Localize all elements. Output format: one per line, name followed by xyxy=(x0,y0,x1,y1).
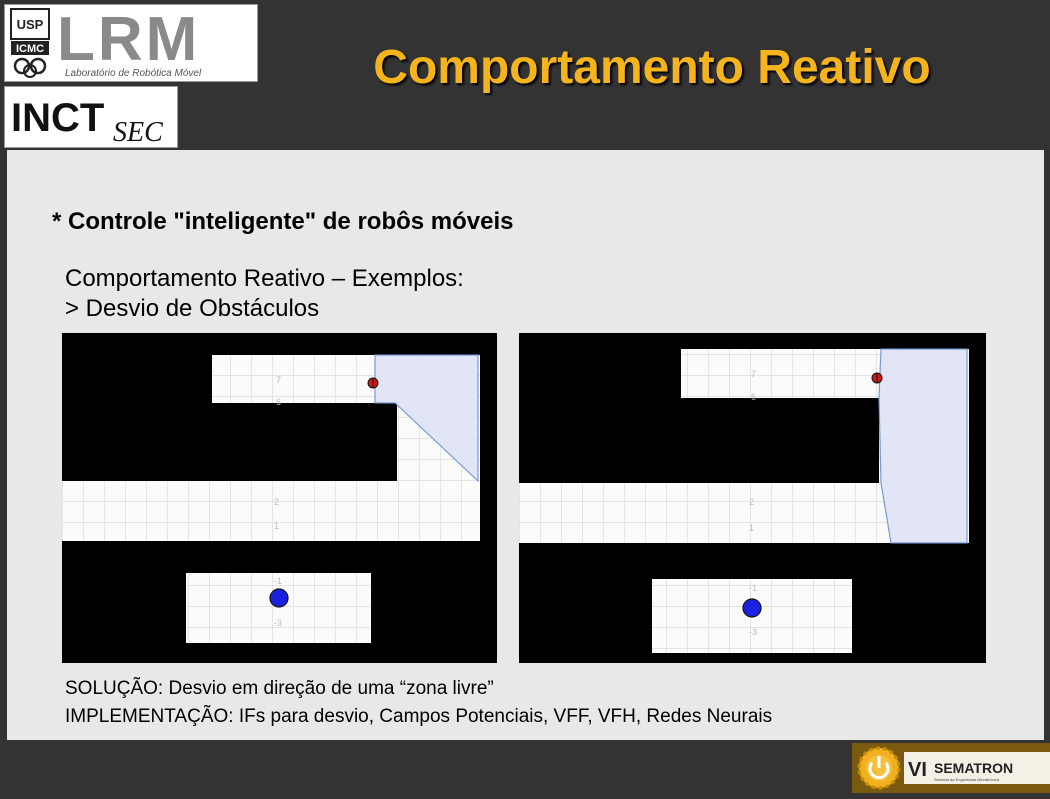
axis-label: 7 xyxy=(751,369,756,379)
sematron-logo: VI SEMATRON Semana da Engenharia Mecatrô… xyxy=(852,743,1050,793)
sim-right-canvas: 7 6 2 1 -1 -3 xyxy=(519,348,969,653)
subtitle-line-1: Comportamento Reativo – Exemplos: xyxy=(65,265,464,292)
axis-label: -1 xyxy=(749,583,757,593)
implementation-text: IMPLEMENTAÇÃO: IFs para desvio, Campos P… xyxy=(65,706,773,727)
goal-room xyxy=(186,573,371,643)
axis-label: 7 xyxy=(276,375,281,385)
axis-label: 6 xyxy=(276,397,281,407)
inct-logo-graphic: INCT SEC xyxy=(11,96,163,148)
axis-label: 2 xyxy=(749,497,754,507)
badge-subtext: Semana da Engenharia Mecatrônica xyxy=(934,777,1000,782)
robot-icon xyxy=(367,377,379,389)
sematron-graphic: VI SEMATRON Semana da Engenharia Mecatrô… xyxy=(852,743,1050,793)
axis-label: -3 xyxy=(749,627,757,637)
inct-letters: INCT xyxy=(11,96,104,140)
axis-label: -1 xyxy=(274,576,282,586)
simulation-left: 7 6 2 1 -1 -3 xyxy=(62,333,497,663)
inct-logo: INCT SEC xyxy=(4,86,178,148)
usp-mark: USP xyxy=(17,17,44,32)
lrm-logo-graphic: USP ICMC LRM Laboratório de Robótica Móv… xyxy=(10,5,202,79)
free-zone xyxy=(878,348,968,544)
simulation-right: 7 6 2 1 -1 -3 xyxy=(519,333,986,663)
axis-label: -3 xyxy=(274,618,282,628)
axis-label: 2 xyxy=(274,497,279,507)
axis-label: 1 xyxy=(749,523,754,533)
goal-marker xyxy=(742,598,762,618)
goal-marker xyxy=(269,588,289,608)
icmc-mark: ICMC xyxy=(16,43,44,55)
lrm-subtitle: Laboratório de Robótica Móvel xyxy=(65,68,202,79)
axis-label: 1 xyxy=(274,521,279,531)
corridor-middle xyxy=(62,481,480,541)
robot-icon xyxy=(871,372,883,384)
axis-label: 6 xyxy=(751,392,756,402)
subtitle-line-2: > Desvio de Obstáculos xyxy=(65,295,320,322)
sim-left-canvas: 7 6 2 1 -1 -3 xyxy=(62,354,480,643)
icmc-knot-icon xyxy=(13,57,47,78)
page-title: Comportamento Reativo xyxy=(373,41,931,94)
lrm-logo: USP ICMC LRM Laboratório de Robótica Móv… xyxy=(4,4,258,82)
bullet-heading: * Controle "inteligente" de robôs móveis xyxy=(52,208,514,235)
badge-text: SEMATRON xyxy=(934,760,1013,776)
header: USP ICMC LRM Laboratório de Robótica Móv… xyxy=(0,0,1050,150)
badge-numeral: VI xyxy=(908,759,927,781)
inct-sec: SEC xyxy=(113,117,163,147)
free-zone xyxy=(374,354,479,483)
lrm-letters: LRM xyxy=(57,5,200,74)
gear-power-icon xyxy=(857,746,901,790)
solution-text: SOLUÇÃO: Desvio em direção de uma “zona … xyxy=(65,678,494,699)
